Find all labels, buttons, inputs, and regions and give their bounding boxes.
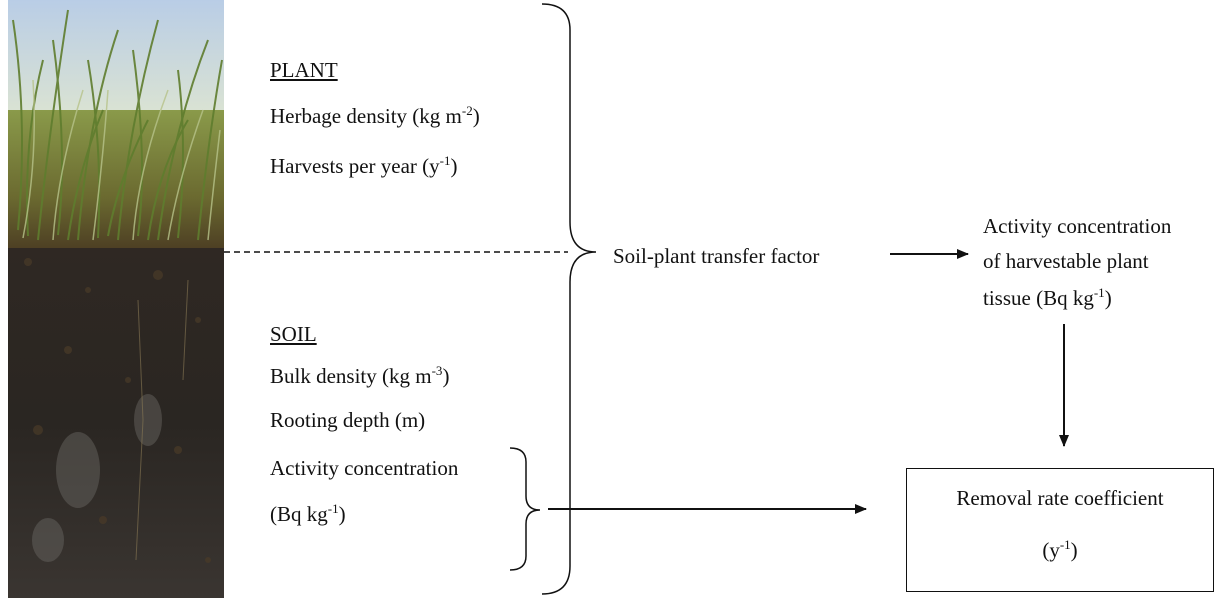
removal-units-close: ) bbox=[1070, 538, 1078, 562]
soil-header: SOIL bbox=[270, 322, 317, 346]
harvests-text: Harvests per year (y bbox=[270, 154, 440, 178]
herbage-density-sup: -2 bbox=[461, 103, 473, 118]
plant-header: PLANT bbox=[270, 58, 338, 82]
harvests-close: ) bbox=[450, 154, 458, 178]
bulk-density-close: ) bbox=[442, 364, 450, 388]
plant-activity-line3-close: ) bbox=[1104, 286, 1112, 310]
harvests-sup: -1 bbox=[439, 153, 451, 168]
small-brace bbox=[509, 447, 541, 571]
removal-rate-box bbox=[906, 468, 1214, 592]
herbage-density-text: Herbage density (kg m bbox=[270, 104, 462, 128]
soil-activity-units-close: ) bbox=[338, 502, 346, 526]
soil-profile-photo bbox=[8, 0, 224, 598]
removal-rate-units: (y-1) bbox=[906, 538, 1214, 562]
soil-activity-units-text: (Bq kg bbox=[270, 502, 328, 526]
bulk-density-sup: -3 bbox=[431, 363, 443, 378]
removal-units-sup: -1 bbox=[1059, 537, 1071, 552]
plant-activity-line3: tissue (Bq kg-1) bbox=[983, 286, 1112, 310]
soil-activity-units: (Bq kg-1) bbox=[270, 502, 346, 526]
transfer-factor-label: Soil-plant transfer factor bbox=[613, 244, 820, 268]
plant-activity-line3-sup: -1 bbox=[1093, 285, 1105, 300]
soil-activity-units-sup: -1 bbox=[327, 501, 339, 516]
soil-profile-illustration bbox=[8, 0, 224, 598]
herbage-density-label: Herbage density (kg m-2) bbox=[270, 104, 480, 128]
removal-units-text: (y bbox=[1042, 538, 1060, 562]
harvests-per-year-label: Harvests per year (y-1) bbox=[270, 154, 458, 178]
large-brace bbox=[541, 3, 597, 595]
bulk-density-label: Bulk density (kg m-3) bbox=[270, 364, 449, 388]
removal-rate-title: Removal rate coefficient bbox=[956, 486, 1164, 510]
bulk-density-text: Bulk density (kg m bbox=[270, 364, 432, 388]
herbage-density-close: ) bbox=[472, 104, 480, 128]
plant-activity-line1: Activity concentration bbox=[983, 214, 1172, 238]
soil-activity-label: Activity concentration bbox=[270, 456, 459, 480]
rooting-depth-label: Rooting depth (m) bbox=[270, 408, 426, 432]
plant-activity-line3-text: tissue (Bq kg bbox=[983, 286, 1094, 310]
plant-activity-line2: of harvestable plant bbox=[983, 249, 1149, 273]
